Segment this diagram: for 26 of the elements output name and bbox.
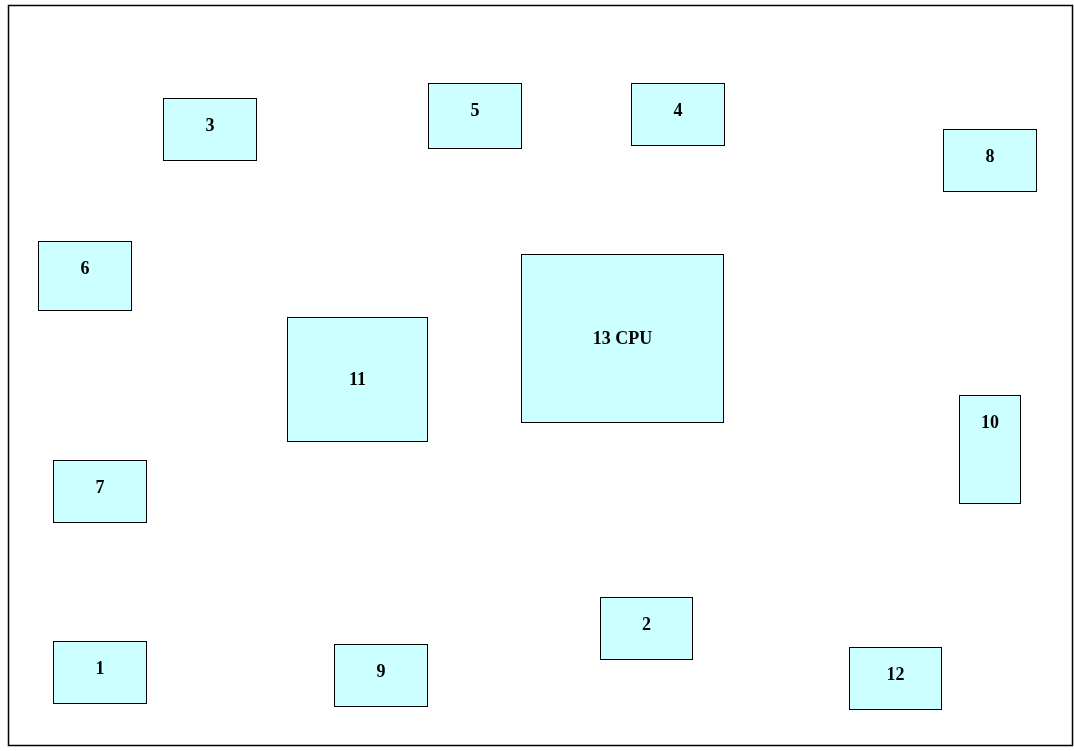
- box-label: 2: [642, 613, 651, 636]
- box-label: 1: [95, 657, 105, 680]
- box-label: 13 CPU: [592, 327, 653, 350]
- box-label: 12: [886, 663, 905, 686]
- box-label: 11: [349, 368, 366, 391]
- box-label: 3: [205, 114, 215, 137]
- process-box: [849, 647, 942, 710]
- box-label: 9: [376, 660, 386, 683]
- box-label: 10: [981, 411, 999, 434]
- box-label: 4: [673, 99, 683, 122]
- process-box: [53, 641, 147, 704]
- box-label: 7: [95, 476, 105, 499]
- process-box: [600, 597, 693, 660]
- process-box: [943, 129, 1037, 192]
- process-box: [428, 83, 522, 149]
- process-box: [53, 460, 147, 523]
- process-box: [959, 395, 1021, 504]
- box-label: 5: [470, 99, 480, 122]
- process-box: [38, 241, 132, 311]
- process-box: [287, 317, 428, 442]
- process-box: [163, 98, 257, 161]
- process-box: [334, 644, 428, 707]
- process-box: [521, 254, 724, 423]
- box-label: 6: [80, 257, 90, 280]
- box-label: 8: [985, 145, 995, 168]
- process-box: [631, 83, 725, 146]
